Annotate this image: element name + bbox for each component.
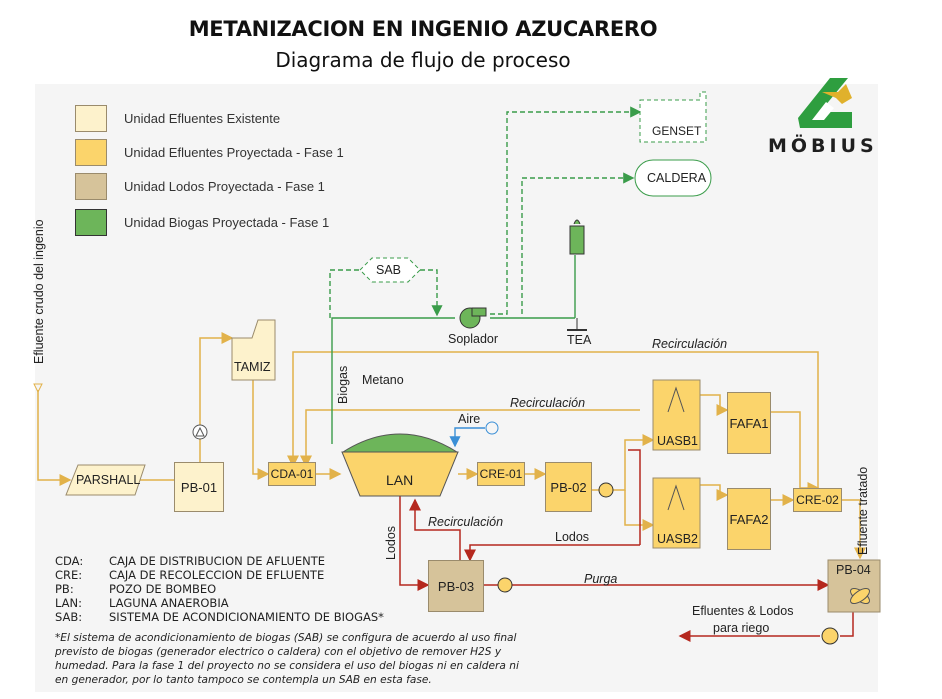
- label-purga: Purga: [584, 572, 618, 586]
- node-parshall: PARSHALL: [76, 473, 141, 487]
- label-para-riego: para riego: [713, 621, 770, 635]
- label-recirculacion-top: Recirculación: [652, 337, 728, 351]
- label-recirculacion-low: Recirculación: [428, 515, 504, 529]
- tamiz-shape: [231, 319, 276, 381]
- air-inlet-icon: [485, 421, 499, 435]
- page-title: METANIZACION EN INGENIO AZUCARERO: [188, 17, 658, 41]
- label-biogas: Biogas: [336, 365, 350, 404]
- node-cda01: CDA-01: [268, 462, 316, 486]
- abbreviation-row: CDA:CAJA DE DISTRIBUCION DE AFLUENTE: [55, 554, 326, 568]
- logo-text: MÖBIUS: [768, 135, 878, 157]
- label-metano: Metano: [362, 373, 404, 387]
- node-uasb2: UASB2: [657, 532, 698, 546]
- genset-shape: [639, 91, 707, 143]
- legend-swatch-biogas: [75, 209, 107, 236]
- pump-pb03-icon: [497, 577, 513, 593]
- gas-lines: [329, 106, 642, 444]
- legend-label: Unidad Efluentes Existente: [124, 111, 281, 126]
- footnote: *El sistema de acondicionamiento de biog…: [55, 632, 519, 686]
- sab-shape: [359, 257, 421, 283]
- sludge-lines: [399, 449, 854, 642]
- label-efluentes-lodos: Efluentes & Lodos: [692, 604, 794, 618]
- node-pb03: PB-03: [428, 560, 484, 612]
- abbreviation-row: SAB:SISTEMA DE ACONDICIONAMIENTO DE BIOG…: [55, 610, 384, 624]
- label-recirculacion-mid: Recirculación: [510, 396, 586, 410]
- node-caldera: CALDERA: [647, 171, 707, 185]
- node-pb04: PB-04: [836, 563, 871, 577]
- node-uasb1: UASB1: [657, 434, 698, 448]
- legend-swatch-efluentes: [75, 139, 107, 166]
- label-aire: Aire: [458, 412, 481, 426]
- lan-shape: [341, 451, 459, 497]
- legend-label: Unidad Lodos Proyectada - Fase 1: [124, 179, 325, 194]
- node-pb02: PB-02: [545, 462, 592, 512]
- node-pb01: PB-01: [174, 462, 224, 512]
- inlet-icon: [33, 383, 43, 394]
- node-tea: TEA: [567, 333, 592, 347]
- label-lodos: Lodos: [555, 530, 590, 544]
- label-efluente-crudo: Efluente crudo del ingenio: [32, 219, 46, 364]
- label-efluente-tratado: Efluente tratado: [856, 466, 870, 555]
- pump-pb04-icon: [821, 627, 839, 645]
- uasb2-shape: [652, 477, 701, 549]
- node-sab: SAB: [376, 263, 402, 277]
- legend-swatch-existente: [75, 105, 107, 132]
- pump-pb02-icon: [598, 482, 614, 498]
- legend-label: Unidad Biogas Proyectada - Fase 1: [124, 215, 330, 230]
- uasb1-shape: [652, 379, 701, 451]
- legend-label: Unidad Efluentes Proyectada - Fase 1: [124, 145, 344, 160]
- node-fafa1: FAFA1: [727, 392, 771, 454]
- node-lan: LAN: [386, 472, 414, 488]
- legend-swatch-lodos: [75, 173, 107, 200]
- air-line: [449, 427, 485, 448]
- effluent-lines: [37, 332, 866, 560]
- page-subtitle: Diagrama de flujo de proceso: [275, 48, 571, 72]
- node-genset: GENSET: [652, 124, 702, 138]
- parshall-shape: [65, 464, 146, 496]
- tea-icon: [569, 225, 585, 255]
- node-soplador: Soplador: [448, 332, 499, 346]
- label-lodos-vertical: Lodos: [384, 525, 398, 560]
- node-tamiz: TAMIZ: [234, 360, 271, 374]
- abbreviation-row: PB:POZO DE BOMBEO: [55, 582, 217, 596]
- node-cre01: CRE-01: [477, 462, 525, 486]
- abbreviation-row: CRE:CAJA DE RECOLECCION DE EFLUENTE: [55, 568, 325, 582]
- node-cre02: CRE-02: [793, 488, 842, 512]
- abbreviation-row: LAN:LAGUNA ANAEROBIA: [55, 596, 229, 610]
- node-fafa2: FAFA2: [727, 488, 771, 550]
- caldera-shape: [634, 159, 712, 197]
